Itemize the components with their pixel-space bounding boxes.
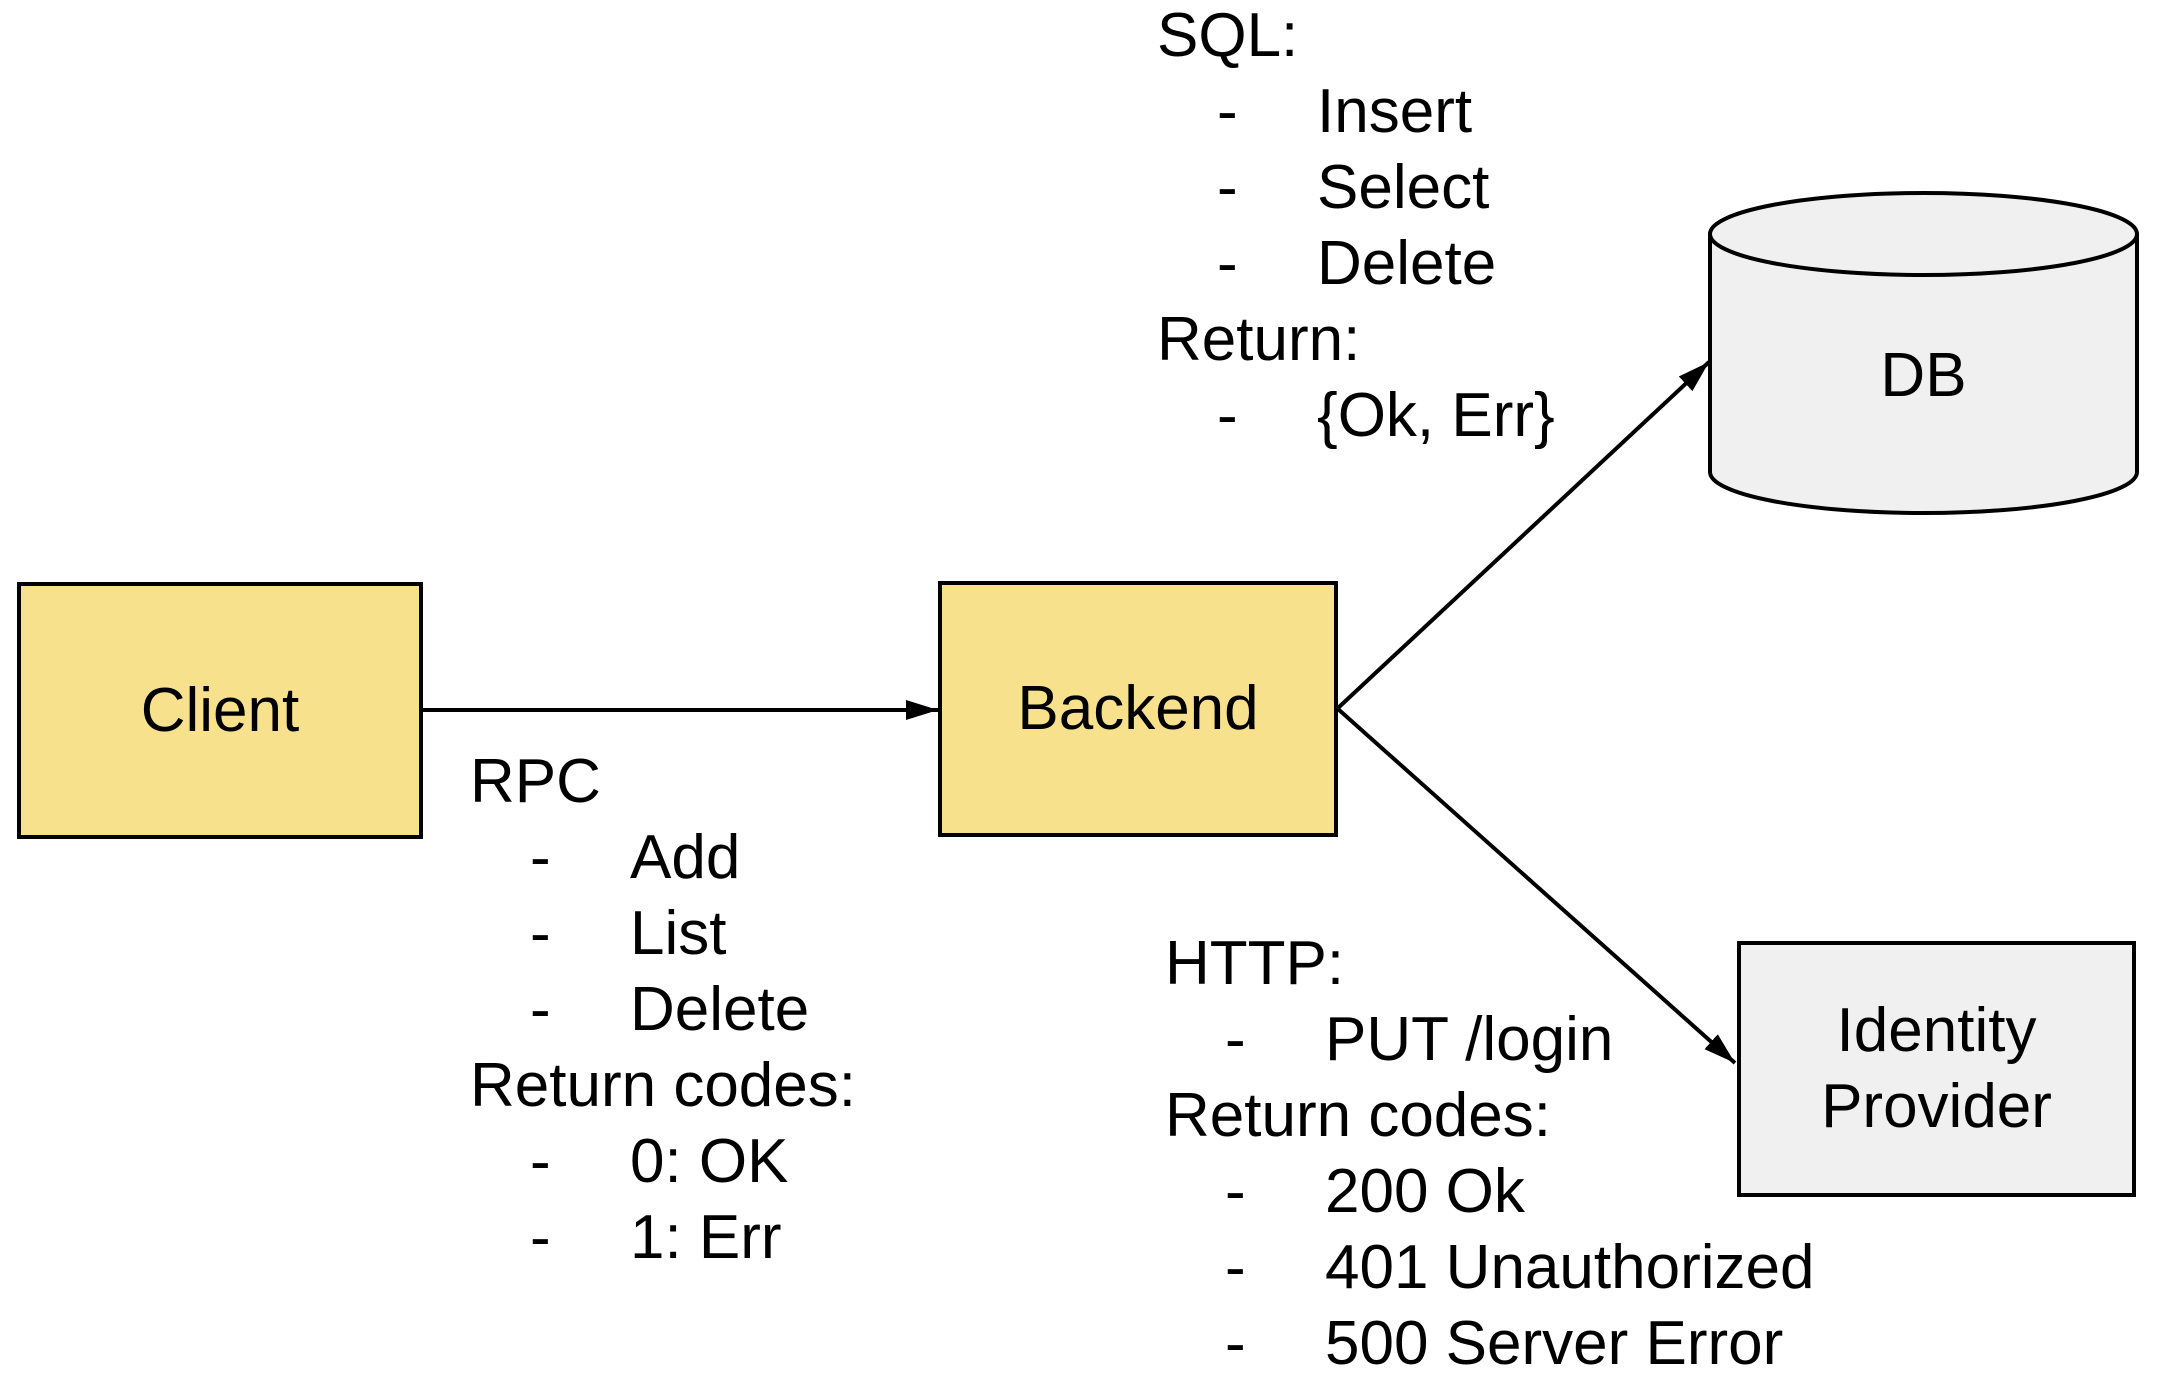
http-annotation: HTTP: -PUT /login Return codes: -200 Ok … [1165, 926, 1814, 1382]
client-node: Client [17, 582, 423, 839]
http-annotation-item: -PUT /login [1165, 1002, 1814, 1078]
http-annotation-return-title: Return codes: [1165, 1081, 1551, 1150]
rpc-annotation-return-item: -0: OK [470, 1124, 856, 1200]
rpc-annotation-title: RPC [470, 747, 601, 816]
bullet-dash: - [530, 899, 551, 968]
bullet-dash: - [530, 1203, 551, 1272]
rpc-annotation-item: -Add [470, 820, 856, 896]
identity-provider-label-line2: Provider [1821, 1072, 2052, 1141]
identity-provider-label-line1: Identity [1836, 996, 2037, 1065]
http-annotation-return-item: -200 Ok [1165, 1154, 1814, 1230]
sql-annotation-item: -Select [1157, 150, 1555, 226]
sql-annotation-return-title: Return: [1157, 305, 1361, 374]
sql-annotation-title: SQL: [1157, 1, 1299, 70]
rpc-annotation-return-title: Return codes: [470, 1051, 856, 1120]
http-annotation-return-item: -401 Unauthorized [1165, 1230, 1814, 1306]
backend-node-label: Backend [1017, 674, 1259, 743]
rpc-annotation-return-item: -1: Err [470, 1200, 856, 1276]
bullet-dash: - [530, 823, 551, 892]
http-annotation-title: HTTP: [1165, 929, 1345, 998]
bullet-dash: - [1225, 1157, 1246, 1226]
identity-provider-node-label: Identity Provider [1821, 993, 2052, 1145]
sql-annotation-return-item: -{Ok, Err} [1157, 378, 1555, 454]
sql-annotation: SQL: -Insert -Select -Delete Return: -{O… [1157, 0, 1555, 454]
bullet-dash: - [1225, 1005, 1246, 1074]
rpc-annotation: RPC -Add -List -Delete Return codes: -0:… [470, 744, 856, 1276]
identity-provider-node: Identity Provider [1737, 941, 2136, 1197]
backend-to-identity-provider-arrow [1336, 707, 1737, 1065]
bullet-dash: - [1217, 381, 1238, 450]
backend-node: Backend [938, 581, 1338, 837]
rpc-annotation-item: -Delete [470, 972, 856, 1048]
bullet-dash: - [1225, 1233, 1246, 1302]
bullet-dash: - [1225, 1309, 1246, 1378]
backend-to-db-arrow [1336, 360, 1711, 710]
rpc-annotation-item: -List [470, 896, 856, 972]
bullet-dash: - [1217, 153, 1238, 222]
http-annotation-return-item: -500 Server Error [1165, 1306, 1814, 1382]
bullet-dash: - [1217, 77, 1238, 146]
bullet-dash: - [1217, 229, 1238, 298]
bullet-dash: - [530, 1127, 551, 1196]
db-cylinder-top [1708, 191, 2139, 277]
sql-annotation-item: -Delete [1157, 226, 1555, 302]
db-cylinder-body [1708, 234, 2139, 515]
bullet-dash: - [530, 975, 551, 1044]
sql-annotation-item: -Insert [1157, 74, 1555, 150]
client-node-label: Client [140, 675, 300, 745]
db-node-label: DB [1880, 341, 1967, 410]
